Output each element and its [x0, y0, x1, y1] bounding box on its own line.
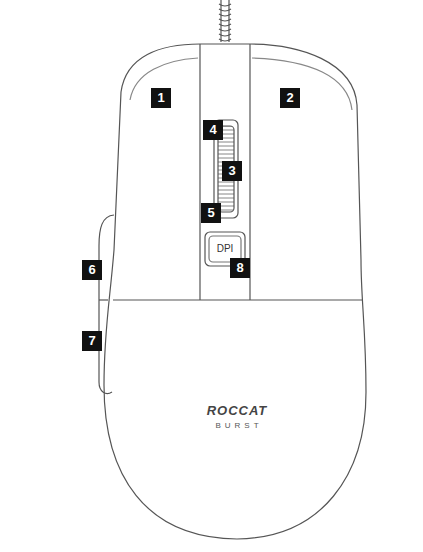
callout-number: 2	[280, 88, 300, 108]
side-button-divider	[99, 299, 108, 300]
button-edge	[130, 58, 352, 110]
side-buttons	[99, 215, 114, 394]
callout-number: 5	[201, 203, 221, 223]
model-name: BURST	[215, 421, 262, 430]
cable-wrap	[219, 19, 231, 21]
cable-wrap	[219, 39, 231, 41]
cable-wrap	[219, 4, 231, 6]
button-label: DPI	[217, 243, 234, 255]
cable-wrap	[219, 24, 231, 26]
callout-number: 6	[82, 260, 102, 280]
callout-number: 7	[82, 331, 102, 351]
cable-wrap	[219, 34, 231, 36]
callout-number: 8	[230, 258, 250, 278]
mouse-shell	[104, 44, 366, 539]
callout-number: 4	[203, 120, 223, 140]
cable-wrap	[219, 9, 231, 11]
palm-divider	[113, 299, 362, 300]
callout-number: 3	[222, 161, 242, 181]
cable-wraps	[219, 4, 231, 41]
callout-number: 1	[151, 88, 171, 108]
cable-wrap	[219, 29, 231, 31]
brand-logo: ROCCAT	[207, 403, 268, 418]
cable-wrap	[219, 14, 231, 16]
button-divider	[200, 44, 250, 300]
